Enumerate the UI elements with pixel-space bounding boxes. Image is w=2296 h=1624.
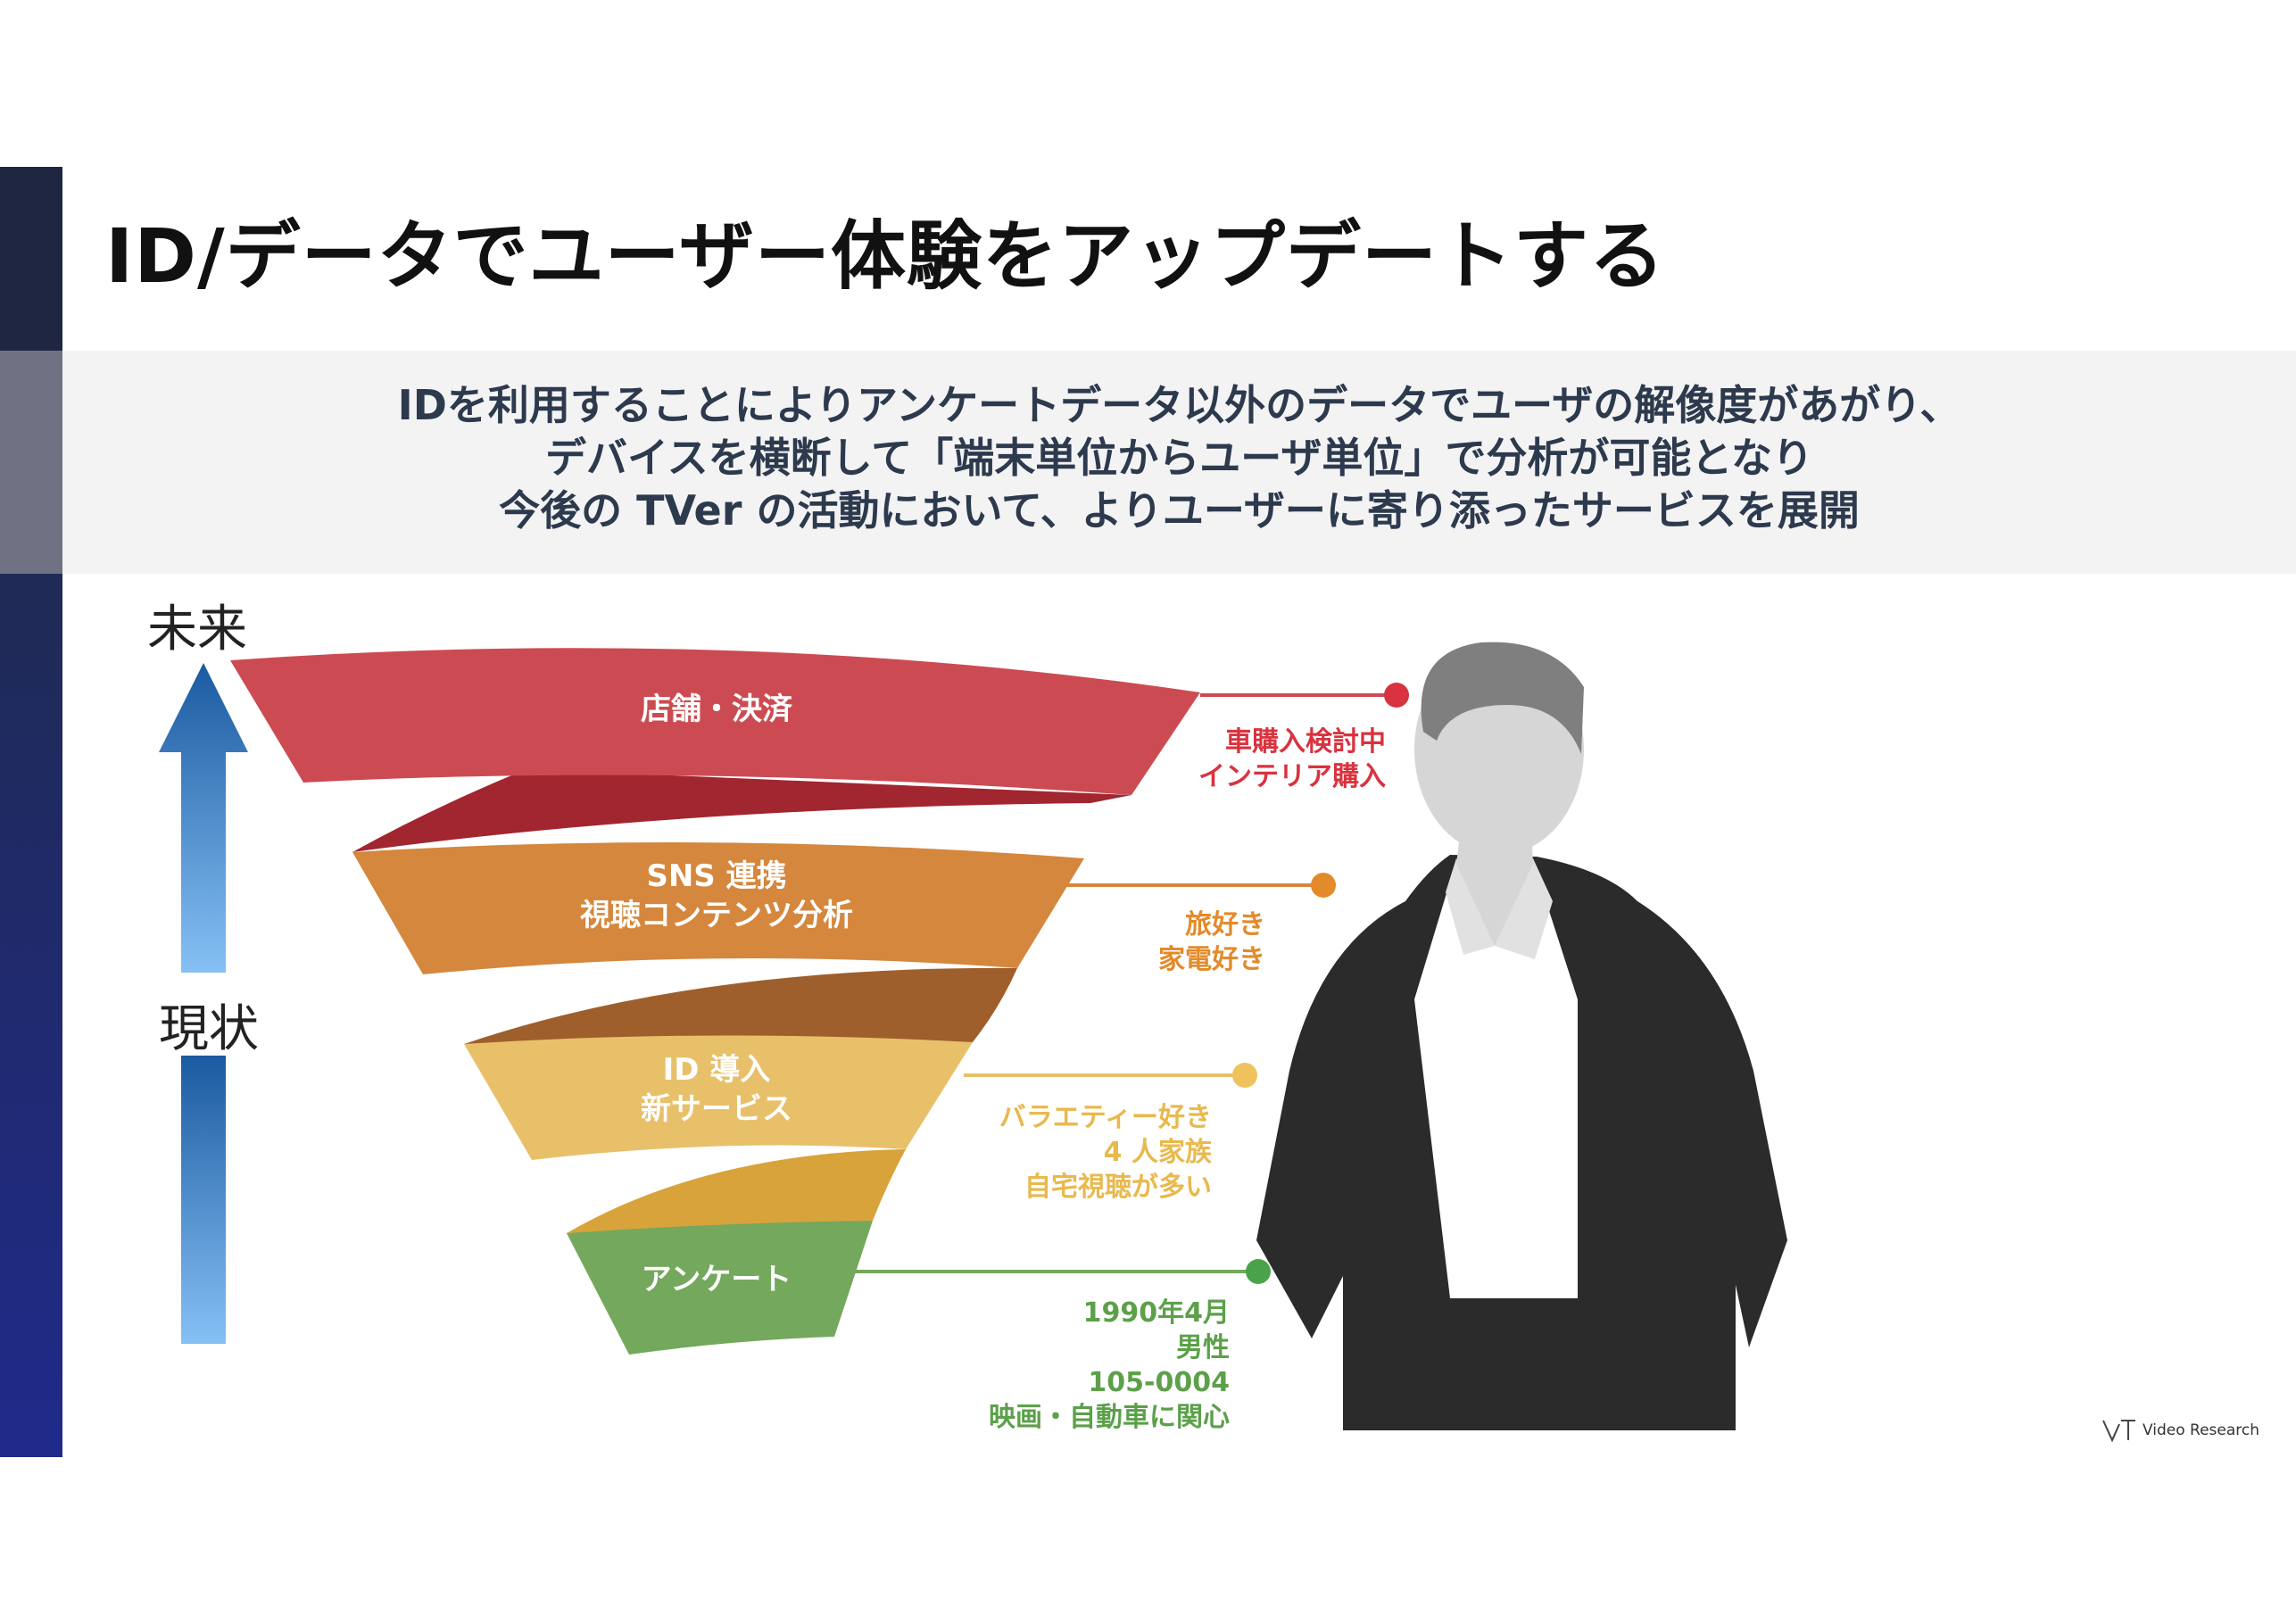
connector-dot-2 — [1311, 873, 1336, 898]
connector-dot-1 — [1384, 683, 1409, 708]
attributes-level-1: 車購入検討中 インテリア購入 — [1198, 725, 1386, 794]
person-shirt — [1414, 861, 1578, 1298]
slide-title: ID/データでユーザー体験をアップデートする — [105, 212, 1665, 300]
summary-line-2: デバイスを横断して「端末単位からユーザ単位」で分析が可能となり — [545, 434, 1813, 482]
funnel-twist-3 — [567, 1149, 906, 1233]
connector-dot-4 — [1246, 1259, 1271, 1284]
funnel-level-1-label-line-1: 店舗・決済 — [641, 692, 792, 727]
side-accent-bar-top — [0, 167, 62, 351]
funnel-level-2-label-line-1: SNS 連携 — [646, 858, 787, 894]
funnel-level-3-label-line-2: 新サービス — [641, 1091, 792, 1127]
attribute-item: 家電好き — [1158, 944, 1265, 975]
attribute-item: 旅好き — [1185, 909, 1265, 940]
summary-band: IDを利用することによりアンケートデータ以外のデータでユーザの解像度があがり、 … — [62, 351, 2296, 574]
attribute-item: 4 人家族 — [1103, 1137, 1212, 1168]
video-research-logo-icon — [2102, 1420, 2135, 1443]
axis-label-current: 現状 — [159, 1000, 259, 1058]
summary-line-1: IDを利用することによりアンケートデータ以外のデータでユーザの解像度があがり、 — [397, 381, 1961, 429]
funnel-level-1-shape — [230, 648, 1200, 795]
attribute-item: 車購入検討中 — [1225, 726, 1386, 758]
attribute-item: 1990年4月 — [1082, 1297, 1230, 1329]
funnel-level-3-shape — [464, 1035, 973, 1160]
funnel-level-2-shape — [352, 842, 1084, 974]
attribute-item: インテリア購入 — [1198, 761, 1386, 792]
person-collar-left — [1446, 858, 1495, 955]
summary-line-3: 今後の TVer の活動において、よりユーザーに寄り添ったサービスを展開 — [499, 486, 1860, 534]
attribute-item: 男性 — [1176, 1332, 1230, 1363]
funnel-level-4-shape — [567, 1221, 873, 1355]
future-arrow-shaft-lower — [181, 1056, 226, 1344]
funnel-level-2-label-line-2: 視聴コンテンツ分析 — [580, 898, 853, 933]
attribute-item: 映画・自動車に関心 — [989, 1402, 1230, 1433]
attributes-level-4: 1990年4月 男性 105-0004 映画・自動車に関心 — [989, 1296, 1230, 1435]
side-accent-bar-bottom — [0, 574, 62, 1457]
attributes-level-2: 旅好き 家電好き — [1158, 907, 1265, 977]
attribute-item: 自宅視聴が多い — [1024, 1172, 1212, 1203]
attribute-item: 105-0004 — [1088, 1367, 1230, 1398]
funnel-level-2-label: SNS 連携 視聴コンテンツ分析 — [404, 857, 1029, 935]
funnel-level-3-label: ID 導入 新サービス — [404, 1050, 1029, 1129]
funnel-level-4-label: アンケート — [404, 1260, 1029, 1299]
video-research-logo: Video Research — [2101, 1417, 2259, 1444]
side-accent-bar-middle — [0, 351, 62, 574]
axis-label-future: 未来 — [147, 601, 247, 659]
funnel-level-3-label-line-1: ID 導入 — [662, 1052, 771, 1088]
funnel-level-1-label: 店舗・決済 — [404, 690, 1029, 729]
funnel-level-4-label-line-1: アンケート — [641, 1262, 792, 1297]
funnel-twist-1 — [352, 769, 1131, 852]
funnel-twist-2 — [464, 967, 1017, 1044]
person-hair — [1421, 642, 1584, 754]
person-silhouette-icon — [1256, 642, 1787, 1430]
person-collar-right — [1495, 858, 1553, 959]
attributes-level-3: バラエティー好き 4 人家族 自宅視聴が多い — [999, 1100, 1212, 1205]
future-arrow-icon — [159, 663, 248, 973]
attribute-item: バラエティー好き — [999, 1102, 1212, 1133]
video-research-logo-text: Video Research — [2143, 1421, 2260, 1439]
connector-dot-3 — [1232, 1063, 1257, 1088]
